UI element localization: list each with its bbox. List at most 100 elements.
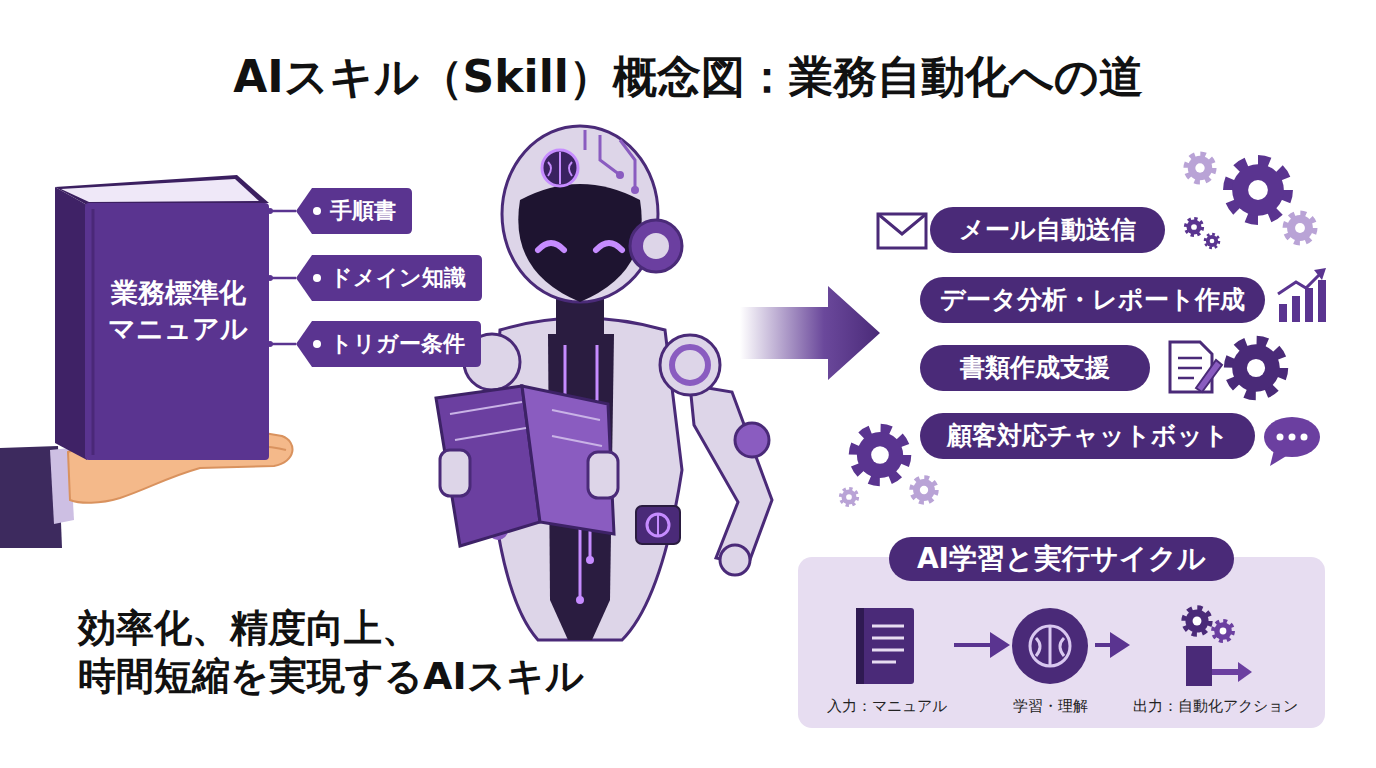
manual-icon — [872, 626, 904, 662]
robot — [657, 515, 659, 535]
tag-outline — [296, 321, 481, 367]
leader-connector — [267, 275, 296, 281]
gear-icons — [841, 489, 858, 506]
tagline: 効率化、精度向上、 時間短縮を実現するAIスキル — [78, 604, 578, 700]
envelope-icon — [878, 214, 926, 248]
brain-icon — [1036, 626, 1064, 666]
chart-icon — [1318, 280, 1326, 322]
robot — [690, 385, 772, 565]
robot — [643, 233, 669, 259]
chat-icon — [1289, 434, 1296, 441]
node-text: データ分析・レポート作成 — [940, 284, 1245, 316]
brain-icon — [1012, 608, 1088, 684]
robot — [450, 402, 602, 446]
book-shape — [61, 179, 259, 202]
node-text: ドメイン知識 — [330, 263, 466, 293]
task-pill: 書類作成支援 — [920, 345, 1150, 391]
tag-label: 手順書 — [296, 188, 412, 234]
robot — [735, 423, 769, 457]
node-text: 学習・理解 — [1013, 697, 1088, 716]
envelope-icon — [878, 214, 926, 248]
chart-icon — [1292, 296, 1300, 322]
tag-label: ドメイン知識 — [296, 255, 482, 301]
gear-icons — [1286, 214, 1315, 243]
gear-icons — [1229, 161, 1287, 219]
gear-icons — [1186, 154, 1213, 181]
chat-icon — [1301, 434, 1308, 441]
envelope-icon — [878, 214, 926, 234]
robot — [660, 335, 720, 395]
node-text: 書類作成支援 — [940, 352, 1130, 384]
leader-connector — [267, 341, 296, 347]
document-icon — [1178, 358, 1202, 378]
robot — [720, 545, 750, 575]
gear-icons — [841, 154, 1315, 505]
node-text: 手順書 — [330, 196, 396, 226]
tag-hole — [313, 207, 321, 215]
chart-icon — [1305, 288, 1313, 322]
robot — [585, 130, 635, 190]
action-icon — [1186, 646, 1212, 686]
gear-icons — [1186, 219, 1203, 236]
leader-dot — [267, 341, 273, 347]
tag-label: トリガー条件 — [296, 321, 481, 367]
robot — [548, 152, 572, 184]
brain-icon — [1030, 626, 1070, 666]
robot — [616, 171, 624, 179]
brain-icon — [1012, 608, 1088, 684]
manual-icon — [856, 608, 914, 684]
tag-outline — [296, 188, 412, 234]
cycle-step: 出力：自動化アクション — [1130, 607, 1301, 716]
leader-dot — [267, 275, 273, 281]
connector-line — [1095, 643, 1111, 647]
robot — [586, 556, 594, 564]
robot — [440, 450, 470, 496]
robot — [588, 452, 618, 498]
robot — [647, 514, 669, 536]
task-pill: データ分析・レポート作成 — [920, 277, 1265, 323]
connector-line — [270, 210, 296, 213]
action-icon — [1184, 608, 1210, 634]
chat-icon — [1270, 450, 1288, 466]
robot — [636, 506, 680, 544]
node-text: 顧客対応チャットボット — [940, 420, 1235, 452]
chat-icon — [1264, 417, 1320, 457]
tag-hole — [313, 340, 321, 348]
robot — [630, 220, 682, 272]
book-shape — [85, 203, 269, 460]
gear-icons — [1205, 234, 1219, 248]
book-shape — [55, 187, 87, 460]
action-icon — [1213, 621, 1233, 641]
robot — [631, 186, 639, 194]
tag-hole — [313, 274, 321, 282]
node-text: 出力：自動化アクション — [1133, 697, 1298, 716]
gear-icons — [912, 478, 936, 502]
connector-line — [270, 343, 296, 346]
document-icon — [1196, 360, 1222, 392]
node-text: 業務標準化 マニュアル — [103, 275, 253, 348]
leader-connector — [267, 208, 296, 214]
node-text: トリガー条件 — [330, 329, 465, 359]
leader-dot — [267, 208, 273, 214]
connector-line — [270, 277, 296, 280]
document-icon — [1170, 342, 1222, 392]
action-icon — [1238, 662, 1252, 682]
node-text: 入力：マニュアル — [827, 697, 947, 716]
robot — [502, 126, 658, 302]
manual-book: 業務標準化 マニュアル — [55, 175, 270, 460]
gear-icons — [1229, 341, 1282, 394]
tag-outline — [296, 255, 482, 301]
robot — [542, 150, 578, 186]
action-icon — [1184, 608, 1252, 686]
robot — [436, 126, 772, 640]
connector-line — [954, 643, 991, 647]
chat-icon — [1277, 434, 1284, 441]
book-shape — [92, 209, 95, 455]
chat-icon — [1264, 417, 1320, 466]
node-text: AI学習と実行サイクル — [889, 537, 1234, 581]
robot — [518, 184, 641, 302]
manual-icon — [856, 608, 864, 684]
task-pill: メール自動送信 — [930, 207, 1165, 253]
